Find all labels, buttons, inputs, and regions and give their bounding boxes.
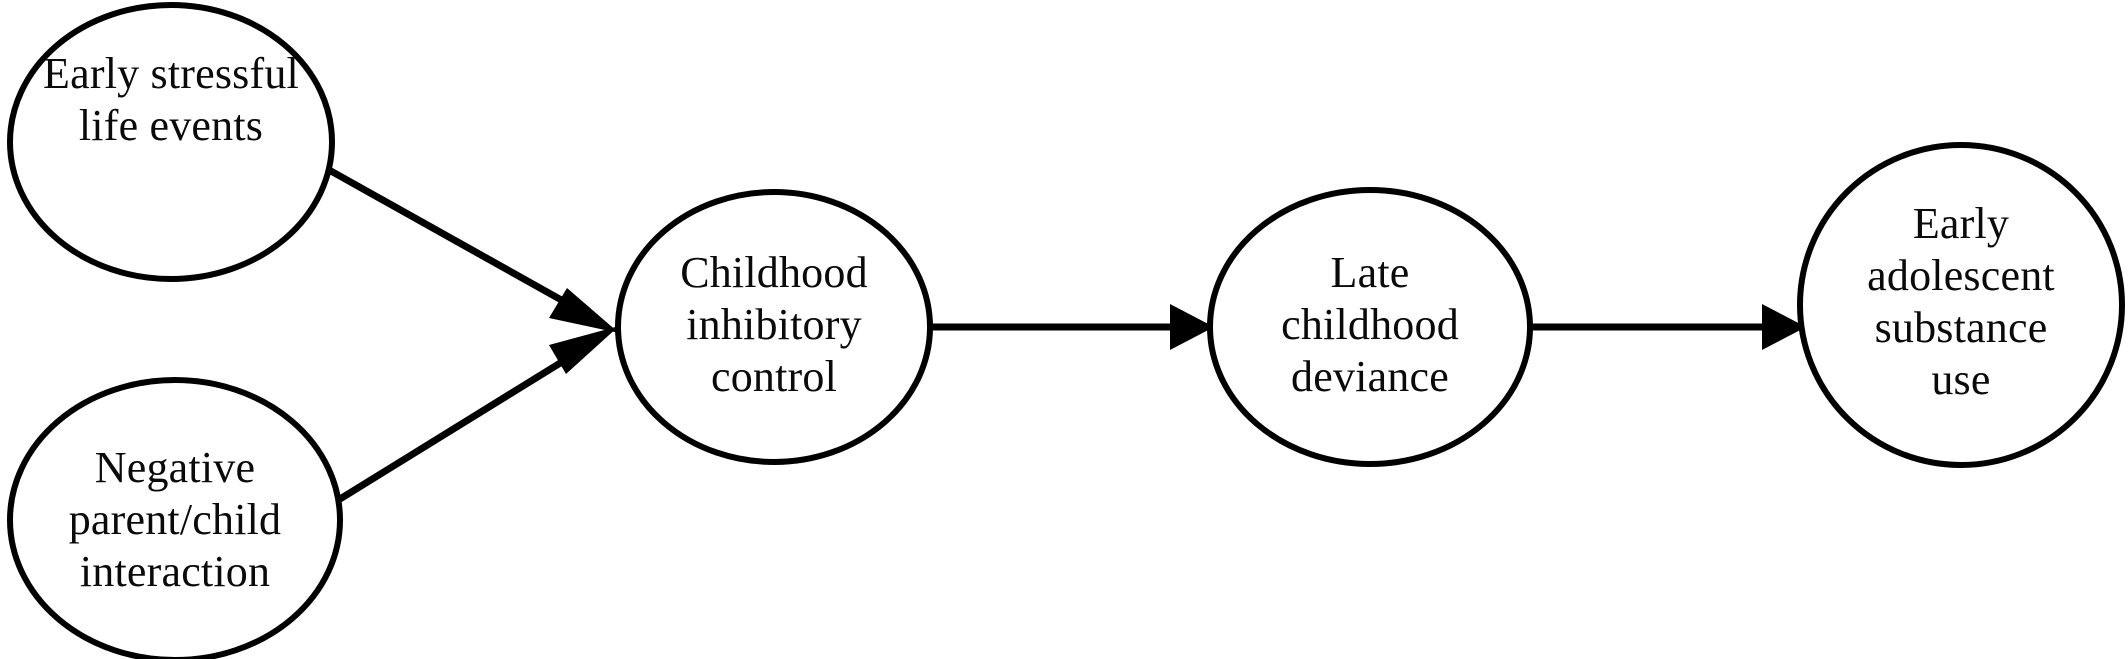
edge-inhibitory-to-deviance [928,304,1214,350]
node-early-adolescent-substance-use[interactable] [1797,142,2125,468]
edge-deviance-to-substance-arrowhead [1762,304,1806,350]
edge-inhibitory-to-deviance-arrowhead [1170,304,1214,350]
node-negative-parent-child-interaction[interactable] [7,377,343,659]
edge-stress-to-inhibitory [320,162,619,333]
edge-stress-to-inhibitory-arrowhead [549,288,619,333]
node-early-stressful-life-events[interactable] [7,2,335,282]
edge-parentchild-to-inhibitory-line [338,341,593,502]
edge-parentchild-to-inhibitory-arrowhead [549,326,619,374]
edge-stress-to-inhibitory-line [320,162,592,320]
edge-deviance-to-substance [1528,304,1806,350]
node-childhood-inhibitory-control[interactable] [615,189,933,465]
node-late-childhood-deviance[interactable] [1207,187,1533,467]
edge-parentchild-to-inhibitory [338,326,619,502]
